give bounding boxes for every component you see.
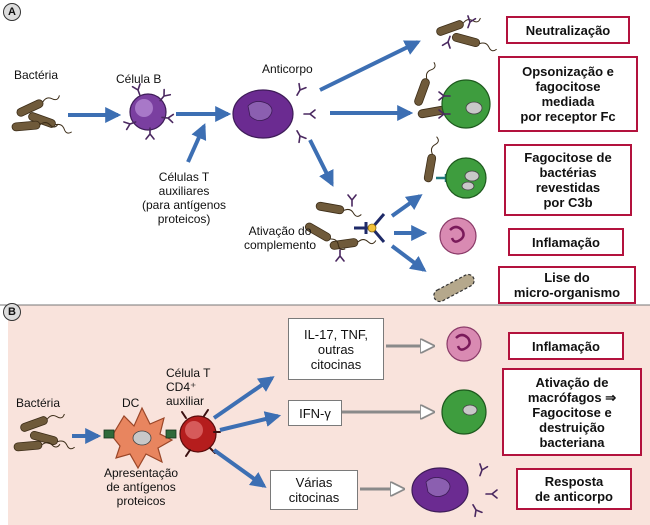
arrow-tcell-to-il17 (212, 376, 275, 420)
cytokine-box-ifn: IFN-γ (288, 400, 342, 426)
t-cell-label: Célula T CD4⁺ auxiliar (166, 366, 211, 408)
complement-complex-icon (303, 194, 386, 262)
macrophage-c3b-icon (423, 135, 487, 199)
antibody-cluster (292, 82, 316, 144)
complement-label: Ativação do complemento (244, 224, 317, 252)
outcome-opsonization: Opsonização e fagocitose mediada por rec… (498, 56, 638, 132)
macrophage-b-icon (441, 389, 487, 435)
panel-b-letter: B (3, 303, 21, 321)
neutralized-bacteria-icon (434, 12, 499, 53)
bacteria-cluster-a (11, 90, 74, 136)
arrow-thelper-to-bcell (186, 123, 207, 163)
bacteria-label-b: Bactéria (16, 396, 61, 410)
outcome-inflammation-b: Inflamação (508, 332, 624, 360)
arrow-tcell-to-ifn (219, 411, 282, 432)
outcome-antibody-response: Resposta de anticorpo (516, 468, 632, 510)
dendritic-cell-icon (103, 406, 177, 470)
lysed-bacterium-icon (433, 273, 475, 303)
neutrophil-b-icon (446, 326, 482, 362)
arrow-to-lysis (390, 244, 427, 272)
t-cell-icon (179, 409, 221, 457)
outcome-lysis: Lise do micro-organismo (498, 266, 636, 304)
presentation-label: Apresentação de antígenos proteicos (104, 466, 179, 508)
outcome-inflammation-a: Inflamação (508, 228, 624, 256)
bacteria-label-a: Bactéria (14, 68, 59, 82)
outcome-c3b-phagocytosis: Fagocitose de bactérias revestidas por C… (504, 144, 632, 216)
neutrophil-a-icon (439, 217, 477, 255)
outcome-macrophage-activation: Ativação de macrófagos ⇒ Fagocitose e de… (502, 368, 642, 456)
plasma-cell-icon (232, 89, 294, 139)
b-cell-icon (123, 83, 175, 140)
arrow-to-c3b (390, 194, 423, 218)
macrophage-fc-icon (412, 60, 491, 129)
outcome-neutralization: Neutralização (506, 16, 630, 44)
panel-a-letter: A (3, 3, 21, 21)
antibody-label: Anticorpo (262, 62, 313, 76)
cytokine-box-il17: IL-17, TNF, outras citocinas (288, 318, 384, 380)
b-cell-label: Célula B (116, 72, 162, 86)
cytokine-box-various: Várias citocinas (270, 470, 358, 510)
t-helper-label: Células T auxiliares (para antígenos pro… (142, 170, 227, 226)
arrow-tcell-to-various (212, 448, 267, 488)
arrow-to-complement (308, 139, 334, 187)
plasma-cell-b-icon (411, 463, 498, 518)
dc-label: DC (122, 396, 140, 410)
arrow-to-neutralization (319, 40, 421, 92)
